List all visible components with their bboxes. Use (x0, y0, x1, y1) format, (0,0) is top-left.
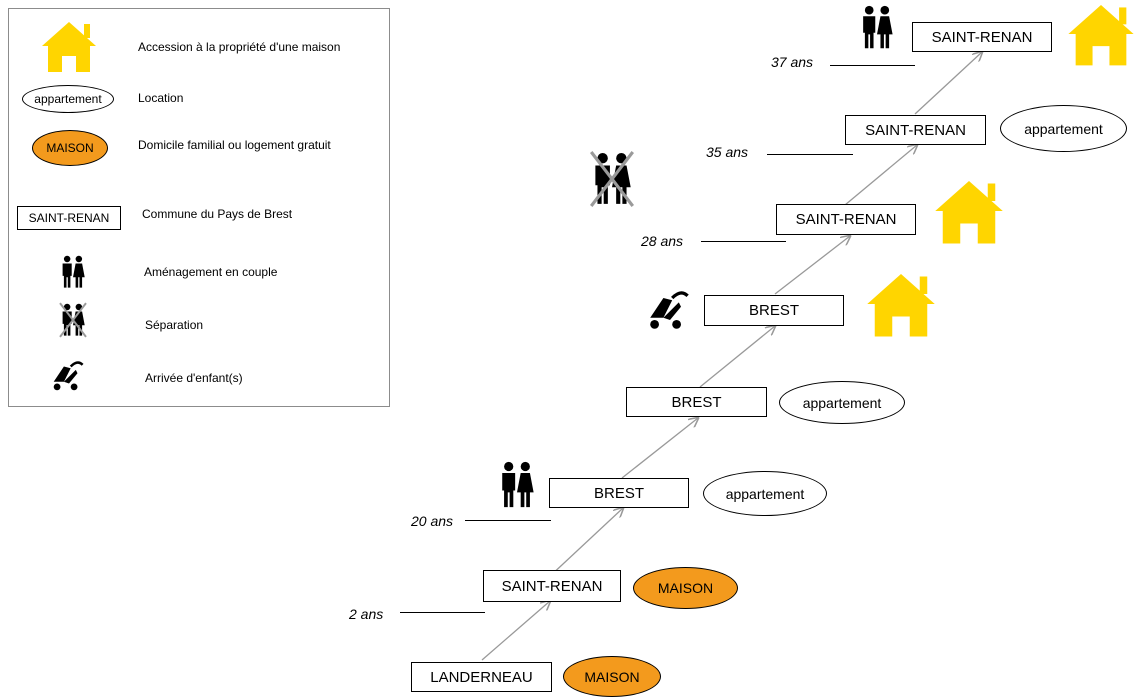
house-icon (42, 22, 96, 72)
housing-appartement: appartement (703, 471, 827, 516)
place-box: SAINT-RENAN (845, 115, 986, 145)
place-box: SAINT-RENAN (912, 22, 1052, 52)
place-box: SAINT-RENAN (483, 570, 621, 602)
legend-commune-label: Commune du Pays de Brest (142, 207, 293, 221)
age-tick (701, 241, 786, 242)
legend-oval-sample: appartement (22, 85, 114, 113)
place-box: LANDERNEAU (411, 662, 552, 692)
age-label: 37 ans (771, 54, 814, 70)
age-label: 35 ans (706, 144, 749, 160)
place-box: SAINT-RENAN (776, 204, 916, 235)
legend-maison-sample: MAISON (32, 130, 108, 166)
connector-arrow (774, 236, 850, 295)
age-tick (465, 520, 551, 521)
legend-commune-sample: SAINT-RENAN (17, 206, 121, 230)
house-icon (867, 274, 935, 337)
housing-appartement: appartement (779, 381, 905, 424)
connector-arrow (621, 418, 698, 479)
couple-icon (502, 461, 534, 508)
connector-arrow (481, 601, 550, 661)
age-label: 20 ans (411, 513, 454, 529)
couple-icon (863, 5, 893, 49)
connector-arrow (914, 52, 982, 115)
separation-icon (589, 151, 635, 207)
place-box: BREST (549, 478, 689, 508)
age-tick (400, 612, 485, 613)
legend-separation-label: Séparation (145, 318, 204, 332)
connector-arrow (547, 508, 623, 579)
separation-icon (59, 302, 87, 338)
age-label: 2 ans (349, 606, 384, 622)
housing-appartement: appartement (1000, 105, 1127, 152)
stroller-icon (53, 361, 84, 391)
legend-panel (8, 8, 390, 407)
age-tick (830, 65, 915, 66)
legend-couple-label: Aménagement en couple (144, 265, 278, 279)
housing-maison: MAISON (563, 656, 661, 697)
connector-arrow (844, 145, 917, 206)
house-icon (1068, 5, 1134, 66)
housing-maison: MAISON (633, 567, 738, 609)
place-box: BREST (704, 295, 844, 326)
place-box: BREST (626, 387, 767, 417)
age-tick (767, 154, 853, 155)
couple-icon (62, 255, 85, 288)
legend-child-label: Arrivée d'enfant(s) (145, 371, 243, 385)
connector-arrow (699, 326, 775, 388)
age-label: 28 ans (641, 233, 684, 249)
stroller-icon (650, 291, 689, 329)
legend-maison-label: Domicile familial ou logement gratuit (138, 138, 331, 152)
legend-oval-label: Location (138, 91, 184, 105)
house-icon (935, 181, 1003, 244)
legend-house-label: Accession à la propriété d'une maison (138, 40, 341, 54)
